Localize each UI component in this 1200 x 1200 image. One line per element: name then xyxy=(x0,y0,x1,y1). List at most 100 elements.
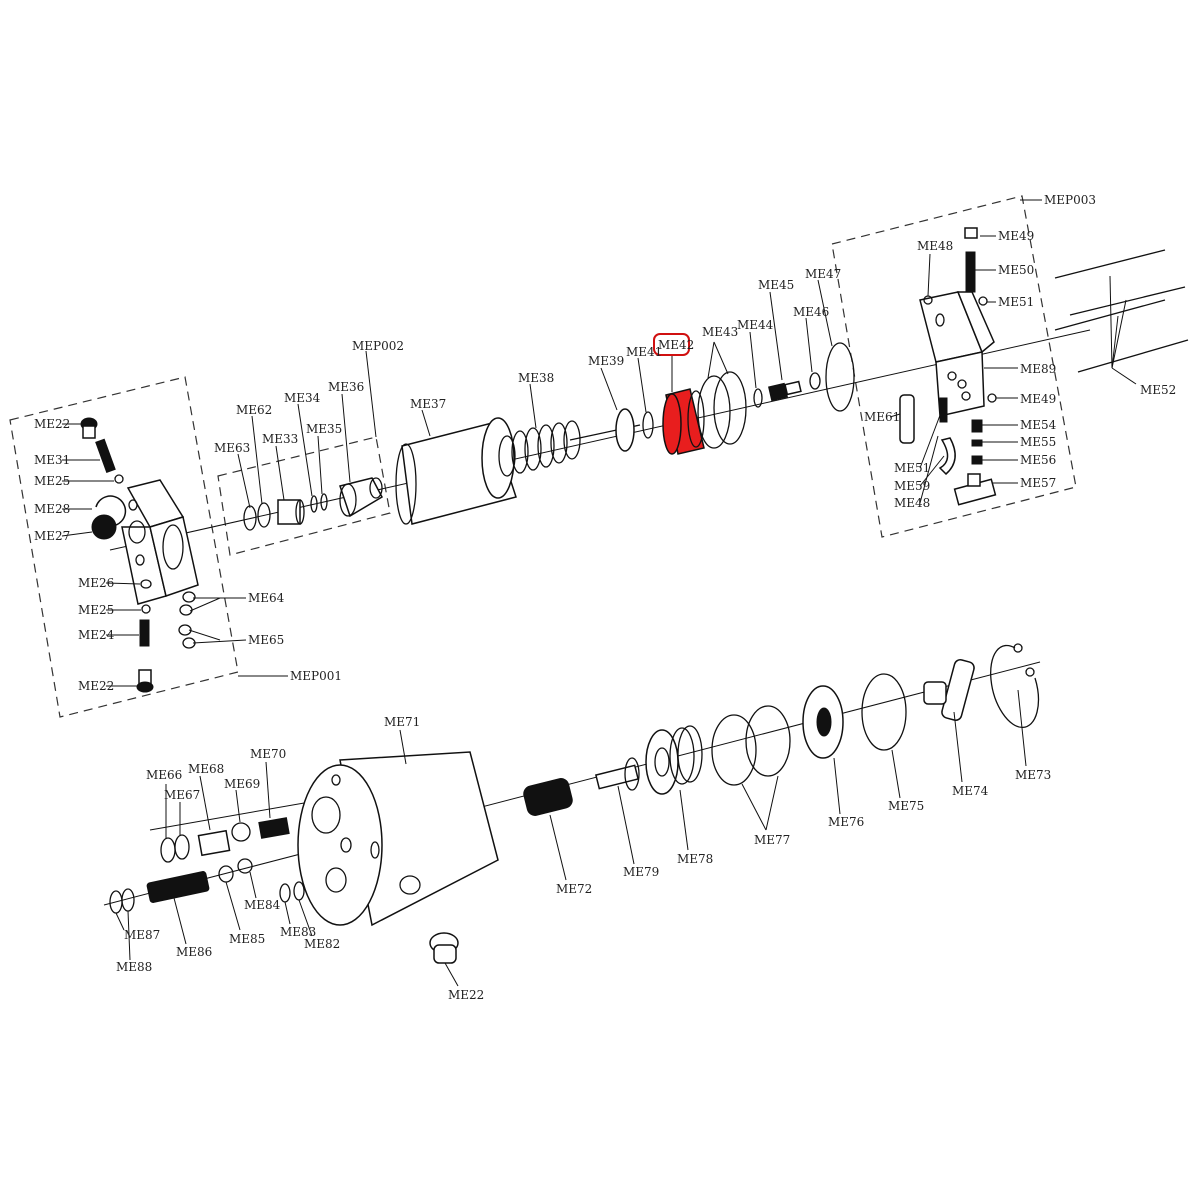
label-me57: ME57 xyxy=(1020,476,1056,490)
oring-me83 xyxy=(279,883,291,903)
label-me88: ME88 xyxy=(116,960,152,974)
ball-me51-top xyxy=(978,296,988,306)
ball-me49-right xyxy=(987,393,997,403)
spring-me72 xyxy=(523,778,573,816)
label-me70: ME70 xyxy=(250,747,286,761)
label-me22-lower: ME22 xyxy=(448,988,484,1002)
fitting-me61 xyxy=(899,394,915,444)
label-me48: ME48 xyxy=(917,239,953,253)
label-me47: ME47 xyxy=(805,267,841,281)
label-me74: ME74 xyxy=(952,784,989,798)
cylinder-me37 xyxy=(395,417,517,525)
label-me55: ME55 xyxy=(1020,435,1056,449)
label-mep003: MEP003 xyxy=(1044,193,1096,207)
lower-axis-line xyxy=(103,661,1041,906)
label-me87: ME87 xyxy=(124,928,160,942)
label-me89: ME89 xyxy=(1020,362,1056,376)
adjuster-screw-bottom xyxy=(136,669,154,693)
label-me51-bottom: ME51 xyxy=(894,461,930,475)
manifold-block-right xyxy=(919,291,995,417)
label-me54: ME54 xyxy=(1020,418,1057,432)
label-mep002: MEP002 xyxy=(352,339,404,353)
spring-me86 xyxy=(146,871,210,903)
label-me56: ME56 xyxy=(1020,453,1056,467)
label-me68: ME68 xyxy=(188,762,224,776)
oring-me35 xyxy=(320,493,328,511)
oring-me88 xyxy=(121,888,135,912)
label-me50: ME50 xyxy=(998,263,1034,277)
small-parts-me54-me56 xyxy=(971,419,983,465)
label-me83: ME83 xyxy=(280,925,316,939)
label-me22-bottom: ME22 xyxy=(78,679,114,693)
spring-me70 xyxy=(258,817,290,839)
label-me36: ME36 xyxy=(328,380,364,394)
ball-bottom xyxy=(141,604,151,614)
ball-top xyxy=(114,474,124,484)
oring-me82 xyxy=(293,881,305,901)
label-me37: ME37 xyxy=(410,397,446,411)
label-me38: ME38 xyxy=(518,371,554,385)
label-me76: ME76 xyxy=(828,815,864,829)
elbow-fitting-me59 xyxy=(938,437,956,476)
oring-me77-a xyxy=(711,714,757,786)
piston-me76 xyxy=(802,685,844,759)
stem-me79 xyxy=(594,757,640,791)
label-me34: ME34 xyxy=(284,391,321,405)
label-me35: ME35 xyxy=(306,422,342,436)
snap-ring-me73 xyxy=(990,643,1040,729)
label-me79: ME79 xyxy=(623,865,659,879)
manifold-block-left xyxy=(121,479,199,605)
tee-fitting-me57 xyxy=(953,473,997,506)
label-me48-bottom: ME48 xyxy=(894,496,930,510)
label-me61: ME61 xyxy=(864,410,900,424)
oring-me46 xyxy=(809,372,821,390)
label-me22-top: ME22 xyxy=(34,417,70,431)
label-me49-right: ME49 xyxy=(1020,392,1056,406)
retaining-clip xyxy=(91,495,127,540)
spring-top xyxy=(95,438,116,474)
label-me33: ME33 xyxy=(262,432,298,446)
label-me73: ME73 xyxy=(1015,768,1051,782)
label-me75: ME75 xyxy=(888,799,924,813)
label-me27: ME27 xyxy=(34,529,70,543)
label-me86: ME86 xyxy=(176,945,212,959)
label-me24: ME24 xyxy=(78,628,115,642)
label-me62: ME62 xyxy=(236,403,272,417)
label-me63: ME63 xyxy=(214,441,250,455)
label-me59: ME59 xyxy=(894,479,930,493)
label-me84: ME84 xyxy=(244,898,281,912)
piston-me42 xyxy=(662,388,705,455)
label-me42: ME42 xyxy=(658,338,694,352)
adjuster-screw-top xyxy=(80,417,98,439)
ball-me69 xyxy=(231,822,251,842)
spring-me50 xyxy=(965,251,976,293)
bushing-me36 xyxy=(339,477,383,518)
assembly-frame-mep002 xyxy=(217,436,391,556)
label-me49-top: ME49 xyxy=(998,229,1034,243)
upper-axis-line xyxy=(109,329,1091,551)
oring-me41 xyxy=(642,411,654,439)
label-me78: ME78 xyxy=(677,852,713,866)
label-me25-bottom: ME25 xyxy=(78,603,114,617)
oring-me34 xyxy=(310,495,318,513)
label-mep001: MEP001 xyxy=(290,669,342,683)
oring-me66 xyxy=(160,837,176,863)
oring-me47 xyxy=(825,342,855,412)
label-me65: ME65 xyxy=(248,633,284,647)
spring-me51-lower xyxy=(939,397,948,423)
label-me77: ME77 xyxy=(754,833,790,847)
label-me64: ME64 xyxy=(248,591,285,605)
label-me25-top: ME25 xyxy=(34,474,70,488)
washer-me39 xyxy=(615,408,635,452)
tee-fitting-me74 xyxy=(923,659,975,721)
label-me52: ME52 xyxy=(1140,383,1176,397)
sleeve-me33 xyxy=(277,499,305,525)
spring-bottom xyxy=(139,619,150,647)
label-me85: ME85 xyxy=(229,932,265,946)
small-orings-left xyxy=(178,591,196,649)
oring-me67 xyxy=(174,834,190,860)
label-me43: ME43 xyxy=(702,325,738,339)
label-me45: ME45 xyxy=(758,278,794,292)
label-me31: ME31 xyxy=(34,453,70,467)
